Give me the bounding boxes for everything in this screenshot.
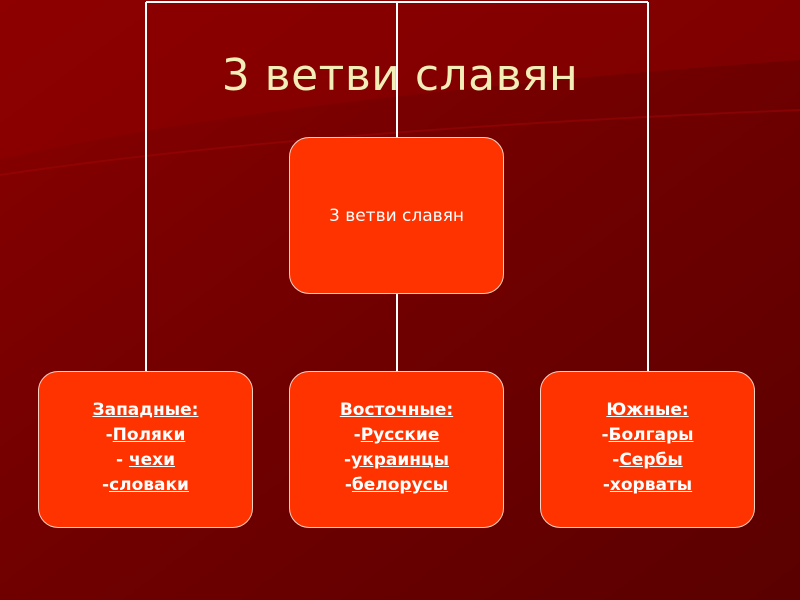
ethnos-prefix: - — [353, 425, 361, 445]
ethnos-name: Русские — [360, 425, 440, 445]
ethnos-item: -белорусы — [290, 473, 503, 498]
slide-title: 3 ветви славян — [221, 50, 579, 101]
ethnos-item: -Поляки — [39, 423, 252, 448]
ethnos-name: словаки — [109, 475, 189, 495]
branch-node-east: Восточные: -Русские -украинцы -белорусы — [289, 371, 504, 528]
ethnos-name: чехи — [128, 450, 176, 470]
ethnos-prefix: - — [612, 450, 620, 470]
ethnos-prefix: - — [344, 475, 352, 495]
ethnos-name: Сербы — [619, 450, 683, 470]
ethnos-prefix: - — [602, 475, 610, 495]
ethnos-prefix: - — [344, 450, 352, 470]
ethnos-item: - чехи — [39, 448, 252, 473]
ethnos-prefix: - — [105, 425, 113, 445]
ethnos-name: Болгары — [608, 425, 694, 445]
ethnos-item: -хорваты — [541, 473, 754, 498]
ethnos-item: -Русские — [290, 423, 503, 448]
ethnos-item: -украинцы — [290, 448, 503, 473]
ethnos-prefix: - — [115, 450, 129, 470]
ethnos-name: белорусы — [351, 475, 449, 495]
branch-heading-south: Южные: — [606, 400, 689, 420]
ethnos-name: Поляки — [112, 425, 186, 445]
root-node-label: 3 ветви славян — [328, 205, 465, 226]
branch-heading-west: Западные: — [92, 400, 199, 420]
root-node: 3 ветви славян — [289, 137, 504, 294]
branch-node-south: Южные: -Болгары -Сербы -хорваты — [540, 371, 755, 528]
branch-heading-east: Восточные: — [339, 400, 454, 420]
branch-node-west: Западные: -Поляки - чехи -словаки — [38, 371, 253, 528]
ethnos-item: -Сербы — [541, 448, 754, 473]
ethnos-item: -Болгары — [541, 423, 754, 448]
ethnos-prefix: - — [601, 425, 609, 445]
ethnos-prefix: - — [102, 475, 110, 495]
ethnos-name: украинцы — [351, 450, 449, 470]
ethnos-item: -словаки — [39, 473, 252, 498]
ethnos-name: хорваты — [609, 475, 693, 495]
